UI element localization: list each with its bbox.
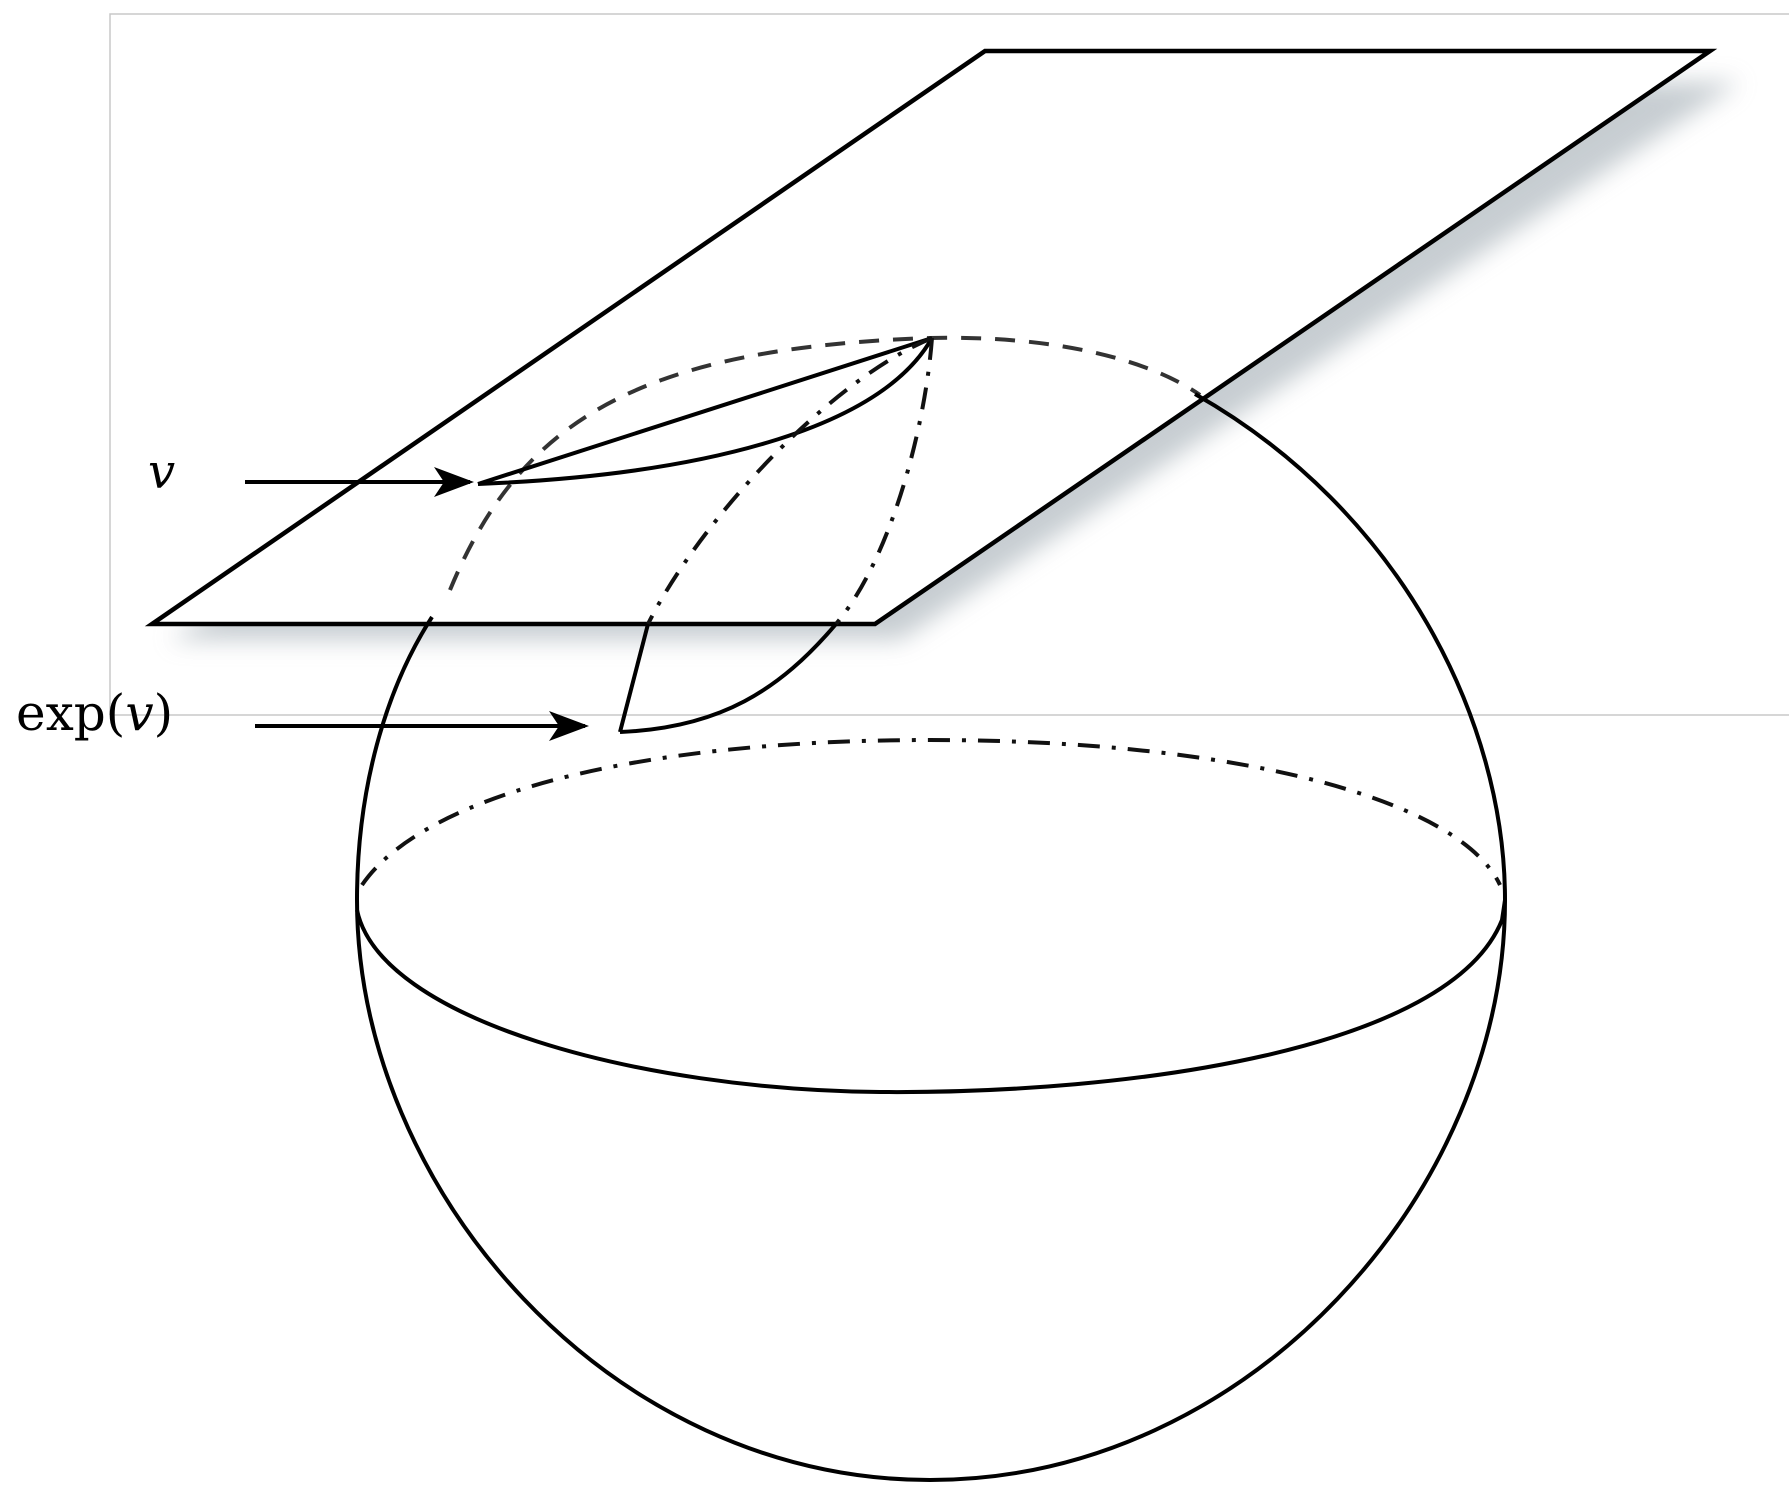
geodesic-outer-visible	[619, 622, 838, 734]
figure-frame	[109, 13, 1789, 716]
sphere-outline	[354, 392, 1508, 1483]
equator-back	[360, 737, 1502, 887]
geodesic-outer-hidden	[834, 337, 934, 626]
label-exp-v: exp(v)	[16, 684, 173, 742]
tangent-vector-curve-lower	[477, 337, 934, 486]
label-exp-prefix: exp(	[16, 684, 125, 742]
geodesic-inner-visible	[618, 623, 650, 733]
equator-front	[355, 899, 1507, 1095]
sphere-hidden-arc	[448, 335, 1202, 591]
label-exp-suffix: )	[154, 684, 174, 742]
geodesic-inner-hidden	[646, 336, 933, 625]
tangent-vector-curve-upper	[477, 336, 933, 486]
label-exp-variable: v	[125, 684, 153, 742]
label-v: v	[148, 444, 175, 500]
